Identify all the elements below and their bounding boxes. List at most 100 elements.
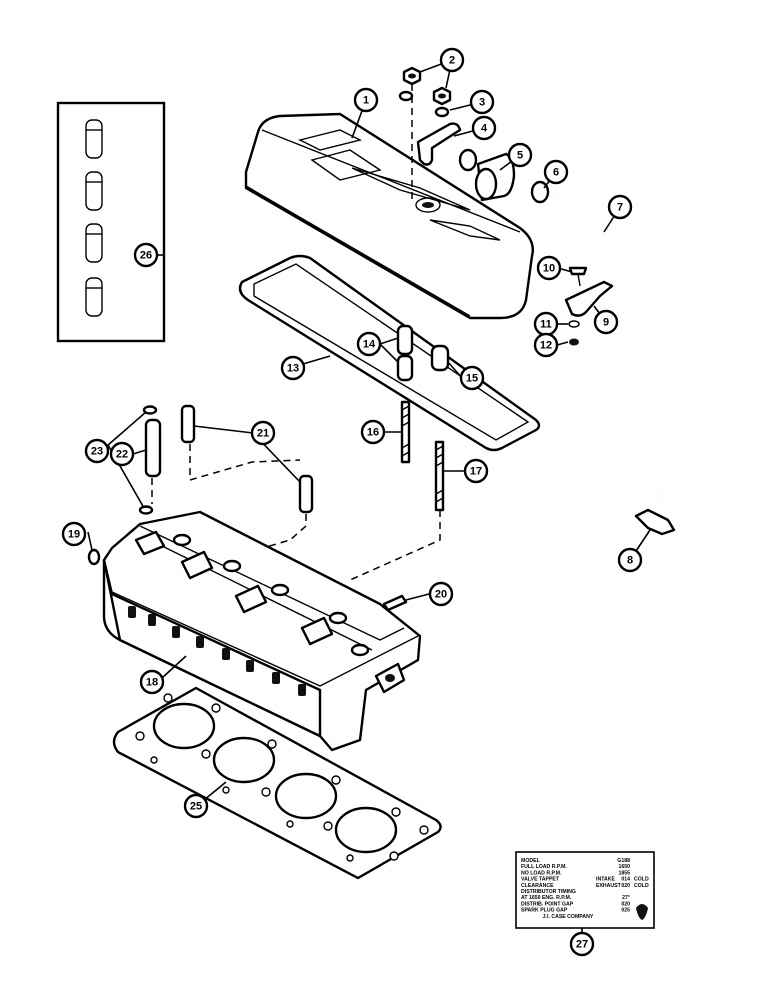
- filler-cap-parts: [398, 66, 550, 204]
- callout-9: 9: [593, 309, 619, 335]
- nameplate-label: VALVE TAPPET: [521, 877, 560, 883]
- nameplate-value: 020: [621, 901, 630, 907]
- nameplate-label: AT 1650 ENG. R.P.M.: [521, 895, 572, 901]
- callout-label: 16: [367, 427, 379, 439]
- head-gasket: [112, 686, 442, 880]
- callout-circle: [469, 89, 495, 115]
- nameplate-label: NO LOAD R.P.M.: [521, 870, 562, 876]
- callout-circle: [507, 142, 533, 168]
- callout-circle: [439, 47, 465, 73]
- cylinder-head: [102, 510, 422, 752]
- callout-circle: [463, 458, 489, 484]
- callout-circle: [428, 581, 454, 607]
- callout-circle: [533, 332, 559, 358]
- callout-circle: [607, 194, 633, 220]
- callout-17: 17: [463, 458, 489, 484]
- callout-label: 11: [540, 319, 552, 331]
- callout-circle: [471, 115, 497, 141]
- callout-label: 12: [540, 340, 552, 352]
- nameplate-value: 27°: [622, 895, 630, 901]
- valve-cover: [244, 112, 534, 320]
- callout-26: 26: [133, 242, 159, 268]
- callout-20: 20: [428, 581, 454, 607]
- callout-circle: [250, 420, 276, 446]
- callout-8: 8: [617, 547, 643, 573]
- callout-18: 18: [139, 669, 165, 695]
- nameplate-extra: COLD: [634, 883, 649, 889]
- callout-label: 18: [146, 677, 158, 689]
- nameplate-extra: COLD: [634, 877, 649, 883]
- callout-label: 6: [553, 167, 559, 179]
- callout-circle: [280, 355, 306, 381]
- callout-label: 1: [363, 95, 369, 107]
- callout-circle: [360, 419, 386, 445]
- callout-6: 6: [543, 159, 569, 185]
- nameplate-label: CLEARANCE: [521, 883, 554, 889]
- dowel-inset-panel: [56, 101, 166, 343]
- spacers: [396, 324, 450, 382]
- callout-label: 27: [576, 939, 588, 951]
- nameplate-company: J.I. CASE COMPANY: [543, 914, 594, 920]
- callout-circle: [109, 441, 135, 467]
- callout-10: 10: [536, 255, 562, 281]
- callout-label: 5: [517, 150, 523, 162]
- breather-tube: [549, 193, 696, 498]
- callout-7: 7: [607, 194, 633, 220]
- callout-label: 13: [287, 363, 299, 375]
- callout-label: 17: [470, 466, 482, 478]
- callout-2: 2: [439, 47, 465, 73]
- callout-circle: [543, 159, 569, 185]
- callout-label: 3: [479, 97, 485, 109]
- callout-circle: [356, 331, 382, 357]
- callout-circle: [459, 365, 485, 391]
- callout-16: 16: [360, 419, 386, 445]
- nameplate-label: FULL LOAD R.P.M.: [521, 864, 567, 870]
- callout-label: 25: [190, 801, 202, 813]
- callout-11: 11: [533, 311, 559, 337]
- callout-3: 3: [469, 89, 495, 115]
- callout-label: 22: [116, 449, 128, 461]
- callout-5: 5: [507, 142, 533, 168]
- callout-label: 14: [363, 339, 376, 351]
- nameplate-label: MODEL: [521, 858, 541, 864]
- callout-12: 12: [533, 332, 559, 358]
- callout-19: 19: [61, 521, 87, 547]
- callout-circle: [569, 931, 595, 957]
- callout-21: 21: [250, 420, 276, 446]
- callout-label: 7: [617, 202, 623, 214]
- nameplate-sub: INTAKE: [596, 877, 615, 883]
- nameplate-label: DISTRIBUTOR TIMING: [521, 889, 576, 895]
- callout-15: 15: [459, 365, 485, 391]
- callout-14: 14: [356, 331, 382, 357]
- oil-tubes: [138, 404, 314, 561]
- nameplate-value: 1650: [618, 864, 630, 870]
- callout-label: 9: [603, 317, 609, 329]
- nameplate-value: 020: [621, 883, 630, 889]
- nameplate-label: DISTRIB. POINT GAP: [521, 901, 574, 907]
- callout-25: 25: [183, 793, 209, 819]
- nameplate-value: 014: [621, 877, 630, 883]
- callout-label: 10: [543, 263, 555, 275]
- callout-13: 13: [280, 355, 306, 381]
- callout-27: 27: [569, 931, 595, 957]
- callout-label: 4: [481, 123, 488, 135]
- callout-label: 8: [627, 555, 633, 567]
- callout-1: 1: [353, 87, 379, 113]
- callout-label: 26: [140, 250, 152, 262]
- callout-circle: [593, 309, 619, 335]
- callout-23: 23: [84, 438, 110, 464]
- nameplate-label: SPARK PLUG GAP: [521, 908, 568, 914]
- callout-circle: [536, 255, 562, 281]
- callout-label: 20: [435, 589, 447, 601]
- callout-22: 22: [109, 441, 135, 467]
- callout-label: 23: [91, 446, 103, 458]
- nameplate-value: 1855: [618, 870, 630, 876]
- bracket-hardware: [564, 266, 614, 346]
- sealing-washer: [87, 548, 101, 566]
- nameplate-value: 025: [621, 908, 630, 914]
- callout-label: 15: [466, 373, 478, 385]
- callout-4: 4: [471, 115, 497, 141]
- callout-circle: [84, 438, 110, 464]
- nameplate-sub: EXHAUST: [596, 883, 622, 889]
